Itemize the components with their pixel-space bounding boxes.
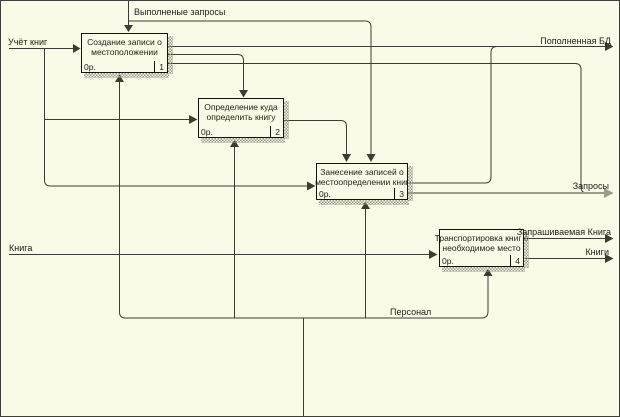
box-shadow [319,200,409,205]
arrowhead-into-box1-bottom [115,74,124,82]
activity-box-3[interactable]: Занесение записей о местоопределении кни… [315,163,413,205]
label-mechanism-personal: Персонал [390,307,432,317]
wire-uchet-branch-down-to-box3 [44,48,307,187]
wire-box1-ctrl-box2 [168,54,244,90]
label-output-requested-book: Запрашиваемая Книга [516,227,611,237]
activity-title: Транспортировка книг в необходимое место [434,233,529,253]
box-shadow [84,73,169,78]
arrowhead-into-box3-top-left [342,154,351,162]
arrowhead-into-box3-bottom [361,201,370,209]
arrowhead-into-box3-left [307,181,316,191]
arrowhead-into-box3-top-right [366,154,376,162]
activity-title: Создание записи о местоположении [87,37,162,57]
arrowhead-out-zaprosy [604,188,614,198]
activity-title: Занесение записей о местоопределении кни… [315,167,409,187]
arrowhead-into-box1-top [124,25,133,32]
label-input-kniga: Книга [9,243,33,253]
activity-number: 2 [270,126,282,137]
box-shadow [284,101,289,139]
wire-top-control-to-box3 [128,20,372,155]
arrowhead-into-box4-left [429,250,438,259]
activity-box-2[interactable]: Определение куда определить книгу 0р. 2 [198,98,289,143]
arrowhead-out-knigi [605,254,614,263]
activity-cost: 0р. [201,127,213,137]
activity-box-4[interactable]: Транспортировка книг в необходимое место… [435,229,529,272]
label-input-uchet: Учёт книг [8,37,48,47]
activity-number: 3 [394,188,406,199]
activity-cost: 0р. [84,62,96,72]
activity-cost: 0р. [442,256,454,266]
wire-box3-out-to-db [408,46,498,184]
arrowhead-into-box2-bottom [230,139,239,147]
arrowhead-out-requested [605,234,614,243]
activity-cost: 0р. [319,189,331,199]
arrowhead-into-box4-bottom [483,268,493,276]
wire-box2-ctrl-box3 [284,120,347,154]
activity-title: Определение куда определить книгу [204,102,278,122]
box-shadow [201,138,285,143]
arrowhead-into-box2-top [239,90,248,98]
activity-number: 1 [154,61,166,72]
arrowhead-out-db [605,42,614,51]
box-shadow [168,36,173,74]
label-output-db: Пополненная БД [540,36,611,46]
arrowhead-into-box1-left [73,44,81,53]
label-output-knigi: Книги [585,247,609,257]
box-shadow [442,267,525,272]
arrowhead-into-box2-left [189,115,198,124]
activity-number: 4 [510,255,522,266]
label-top-control: Выполненые запросы [134,7,226,17]
activity-box-1[interactable]: Создание записи о местоположении 0р. 1 [81,33,173,78]
box-shadow [524,232,529,268]
box-shadow [408,166,413,201]
wire-mechanism-spine [119,81,489,319]
label-output-zaprosy: Запросы [572,181,609,191]
